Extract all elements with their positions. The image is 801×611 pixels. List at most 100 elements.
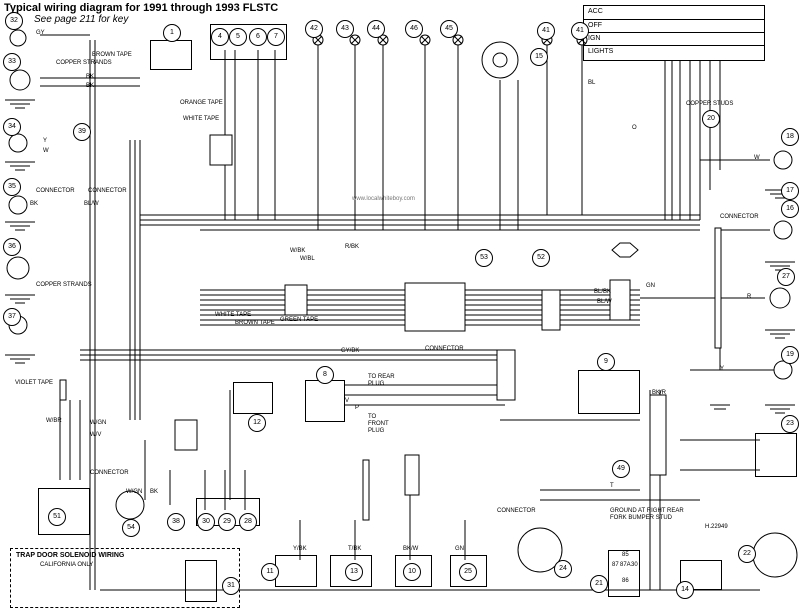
component-number: 42 xyxy=(305,20,323,38)
component-number: 21 xyxy=(590,575,608,593)
wire-code: W/BL xyxy=(300,256,315,262)
wire-code: P xyxy=(355,405,360,411)
label-connector-51: CONNECTOR xyxy=(90,470,129,476)
label-connector-bottom: CONNECTOR xyxy=(497,508,536,514)
label-connector-35a: CONNECTOR xyxy=(36,188,75,194)
wire-code: BL/W xyxy=(597,299,612,305)
component-box-23 xyxy=(755,433,797,477)
wire-code: GY xyxy=(36,30,45,36)
wire-code: BK xyxy=(150,489,159,495)
label-copper-strands: COPPER STRANDS xyxy=(56,60,112,66)
diagram-subtitle: See page 211 for key xyxy=(34,14,129,25)
wire-code: GN xyxy=(646,283,655,289)
component-number: 13 xyxy=(345,563,363,581)
switch-position-acc: ACC xyxy=(588,8,603,15)
wire-code: BL xyxy=(588,80,596,86)
label-trap-door: TRAP DOOR SOLENOID WIRING xyxy=(16,552,125,559)
label-brown-tape-2: BROWN TAPE xyxy=(235,320,275,326)
component-box-11 xyxy=(275,555,317,587)
label-california-only: CALIFORNIA ONLY xyxy=(40,562,94,568)
component-box-12 xyxy=(233,382,273,414)
component-number: 36 xyxy=(3,238,21,256)
label-copper-strands-36: COPPER STRANDS xyxy=(36,282,92,288)
component-number: 52 xyxy=(532,249,550,267)
label-connector-35b: CONNECTOR xyxy=(88,188,127,194)
label-white-tape-2: WHITE TAPE xyxy=(215,312,252,318)
watermark: www.localwhiteboy.com xyxy=(352,196,415,202)
component-number: 5 xyxy=(229,28,247,46)
component-number: 44 xyxy=(367,20,385,38)
component-number: 34 xyxy=(3,118,21,136)
component-number: 30 xyxy=(197,513,215,531)
label-green-tape: GREEN TAPE xyxy=(280,317,319,323)
label-brown-tape: BROWN TAPE xyxy=(92,52,132,58)
component-box-4-7 xyxy=(210,24,287,60)
component-number: 20 xyxy=(702,110,720,128)
label-connector-16: CONNECTOR xyxy=(720,214,759,220)
wire-code: BK/W xyxy=(403,546,419,552)
component-number: 54 xyxy=(122,519,140,537)
component-box-14 xyxy=(680,560,722,590)
relay-pin: 85 xyxy=(622,552,629,558)
component-number: 43 xyxy=(336,20,354,38)
component-number: 9 xyxy=(597,353,615,371)
wire-code: W/BR xyxy=(46,418,62,424)
component-number: 35 xyxy=(3,178,21,196)
component-number: 32 xyxy=(5,12,23,30)
component-number: 31 xyxy=(222,577,240,595)
label-white-tape: WHITE TAPE xyxy=(183,116,220,122)
component-number: 14 xyxy=(676,581,694,599)
label-to-front-plug: TO FRONT PLUG xyxy=(368,414,389,434)
component-number: 18 xyxy=(781,128,799,146)
wire-code: W/GN xyxy=(126,489,143,495)
wire-code: BK xyxy=(86,74,95,80)
component-box-13 xyxy=(330,555,372,587)
component-number: 12 xyxy=(248,414,266,432)
component-box-relay-21 xyxy=(608,550,640,597)
component-number: 41 xyxy=(537,22,555,40)
label-violet-tape: VIOLET TAPE xyxy=(15,380,54,386)
component-number: 22 xyxy=(738,545,756,563)
component-number: 10 xyxy=(403,563,421,581)
component-number: 8 xyxy=(316,366,334,384)
component-number: 28 xyxy=(239,513,257,531)
component-box-trap-door xyxy=(10,548,240,608)
ignition-switch: ACC OFF IGN LIGHTS xyxy=(583,5,765,61)
wire-code: O xyxy=(632,125,637,131)
wire-code: GN xyxy=(455,546,464,552)
component-box-31 xyxy=(185,560,217,602)
wire-code: W/GN xyxy=(90,420,107,426)
component-number: 39 xyxy=(73,123,91,141)
component-box-51 xyxy=(38,488,90,535)
wire-code: R xyxy=(747,294,752,300)
relay-pin: 86 xyxy=(622,578,629,584)
label-ground-stud: GROUND AT RIGHT REAR FORK BUMPER STUD xyxy=(610,508,684,521)
relay-pin: 87A xyxy=(620,562,631,568)
wire-code: W/BK xyxy=(290,248,306,254)
component-number: 53 xyxy=(475,249,493,267)
component-number: 7 xyxy=(267,28,285,46)
relay-pin: 30 xyxy=(631,562,638,568)
component-number: 33 xyxy=(3,53,21,71)
component-number: 16 xyxy=(781,200,799,218)
wire-code: W xyxy=(43,148,49,154)
component-number: 6 xyxy=(249,28,267,46)
component-number: 29 xyxy=(218,513,236,531)
switch-position-ign: IGN xyxy=(588,35,601,42)
component-box-8 xyxy=(305,380,345,422)
diagram-title: Typical wiring diagram for 1991 through … xyxy=(4,2,279,14)
component-number: 46 xyxy=(405,20,423,38)
wire-code: BK/R xyxy=(652,390,667,396)
switch-position-lights: LIGHTS xyxy=(588,48,614,55)
component-number: 25 xyxy=(459,563,477,581)
figure-id: H.22949 xyxy=(705,524,728,530)
wire-code: BL/W xyxy=(84,201,99,207)
component-box-1 xyxy=(150,40,192,70)
switch-position-off: OFF xyxy=(588,22,602,29)
component-number: 45 xyxy=(440,20,458,38)
wire-code: BL/BK xyxy=(594,289,612,295)
component-number: 41 xyxy=(571,22,589,40)
component-box-10 xyxy=(395,555,432,587)
